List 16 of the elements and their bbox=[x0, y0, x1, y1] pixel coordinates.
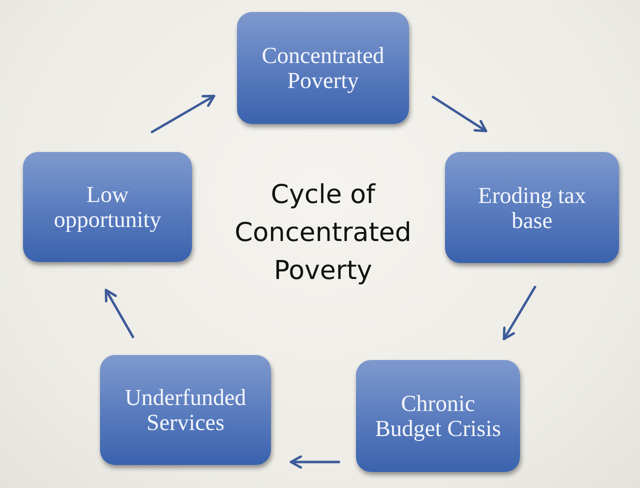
arrow bbox=[502, 286, 536, 340]
arrow bbox=[150, 94, 216, 134]
process-box bbox=[237, 12, 409, 124]
process-box bbox=[356, 360, 520, 472]
box-label: Eroding tax base bbox=[477, 182, 587, 232]
box-label: Low opportunity bbox=[52, 182, 162, 232]
process-box bbox=[445, 152, 619, 263]
diagram-title: Cycle of Concentrated Poverty bbox=[234, 179, 412, 288]
process-box bbox=[100, 355, 271, 465]
box-label: Concentrated Poverty bbox=[260, 43, 386, 93]
arrow bbox=[104, 288, 134, 338]
box-label: Chronic Budget Crisis bbox=[374, 391, 502, 441]
box-label: Underfunded Services bbox=[124, 385, 248, 435]
process-box bbox=[23, 152, 192, 262]
arrow bbox=[290, 455, 340, 469]
arrow bbox=[432, 96, 488, 132]
